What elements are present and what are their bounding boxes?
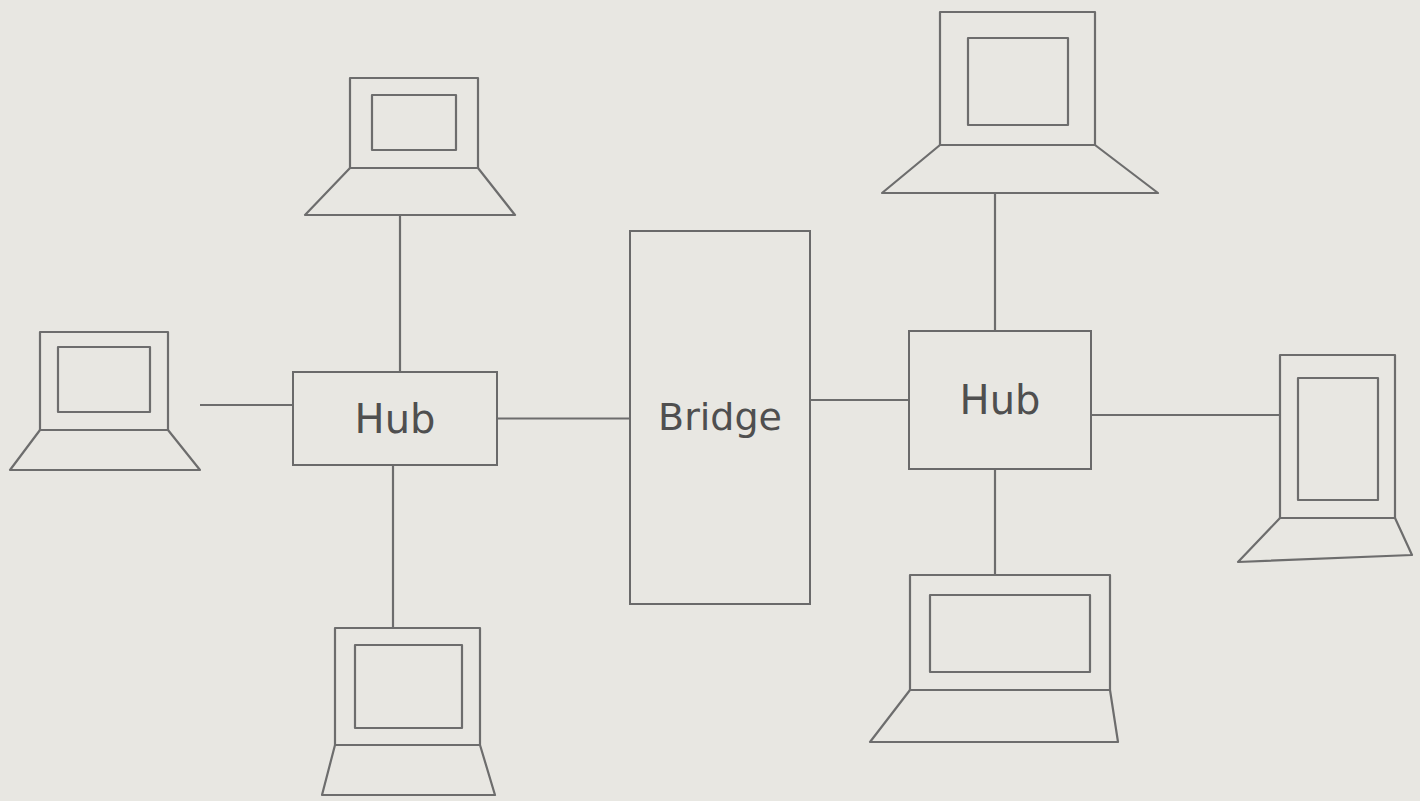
node-label: Hub <box>960 378 1041 422</box>
computer-bottom-right <box>870 575 1118 742</box>
computer-top-right <box>882 12 1158 193</box>
link-line <box>811 399 908 401</box>
node-label: Bridge <box>658 397 782 439</box>
computer-top-left <box>305 78 515 215</box>
computer-right <box>1238 355 1412 562</box>
hub-box: Hub <box>292 371 498 466</box>
bridge-box: Bridge <box>629 230 811 605</box>
node-label: Hub <box>355 397 436 441</box>
computer-bottom-left <box>322 628 495 795</box>
hub-box: Hub <box>908 330 1092 470</box>
link-line <box>498 417 629 419</box>
computer-left <box>10 332 200 470</box>
cable-lines <box>200 193 1280 628</box>
